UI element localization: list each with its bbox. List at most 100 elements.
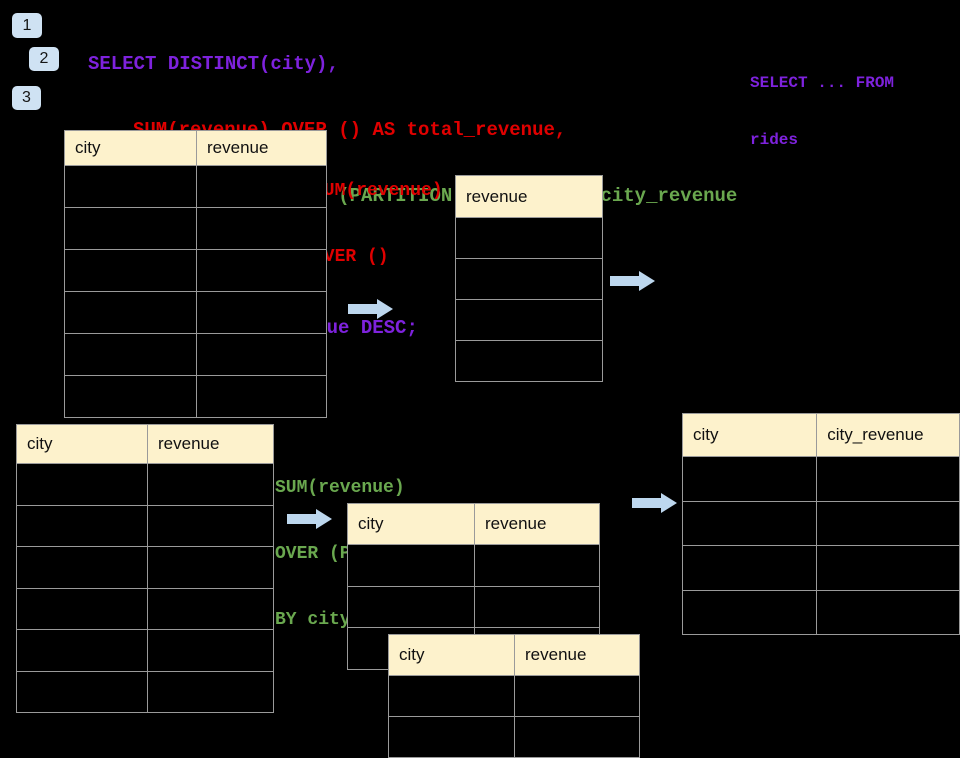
table-rides-top: city revenue (64, 130, 327, 418)
table-cell (474, 544, 600, 587)
right-arrow-icon (610, 271, 655, 291)
column-header-revenue: revenue (196, 130, 327, 166)
table-cell (16, 504, 148, 547)
table-cell (16, 546, 148, 589)
arrow-shaft (632, 498, 661, 508)
table-cell (147, 463, 274, 506)
table-cell (196, 375, 327, 418)
table-cell (681, 589, 818, 635)
right-arrow-icon (348, 299, 393, 319)
table-cell (16, 629, 148, 672)
table-row (64, 333, 327, 376)
table-cell (455, 340, 603, 382)
slide-canvas: { "colors": { "background": "#000000", "… (12, 13, 960, 758)
table-header-row: city revenue (64, 130, 327, 166)
table-row (64, 249, 327, 292)
annotation-line: OVER () (313, 247, 389, 267)
arrow-head (377, 299, 393, 319)
table-row (455, 299, 603, 341)
step-badge-1: 1 (12, 13, 42, 38)
column-header-revenue: revenue (474, 503, 600, 545)
table-row (64, 291, 327, 334)
right-arrow-icon (287, 509, 332, 529)
table-cell (455, 258, 603, 300)
table-header-row: city revenue (347, 503, 600, 545)
column-header-revenue: revenue (455, 175, 603, 218)
side-note-line: rides (750, 131, 799, 149)
column-header-city: city (347, 503, 475, 545)
table-cell (388, 716, 515, 758)
table-header-row: city revenue (16, 424, 274, 464)
table-cell (816, 456, 960, 502)
table-row (64, 375, 327, 418)
column-header-revenue: revenue (147, 424, 274, 464)
table-cell (196, 249, 327, 292)
table-row (16, 546, 274, 589)
table-cell (147, 546, 274, 589)
table-cell (455, 217, 603, 259)
column-header-revenue: revenue (514, 634, 640, 676)
table-total-revenue-result: revenue (455, 175, 603, 382)
table-cell (816, 500, 960, 546)
table-cell (64, 165, 197, 208)
side-note-line: SELECT ... FROM (750, 74, 895, 92)
side-note-select-from-rides: SELECT ... FROM rides (750, 36, 894, 169)
column-header-city: city (16, 424, 148, 464)
right-arrow-icon (632, 493, 677, 513)
arrow-head (639, 271, 655, 291)
table-cell (681, 545, 818, 591)
table-cell (816, 589, 960, 635)
step-badge-label: 1 (22, 16, 32, 34)
table-cell (347, 585, 475, 628)
table-cell (64, 207, 197, 250)
table-cell (196, 333, 327, 376)
column-header-city-revenue: city_revenue (816, 413, 960, 457)
arrow-shaft (287, 514, 316, 524)
step-badge-label: 3 (22, 89, 31, 106)
table-header-row: city city_revenue (681, 413, 960, 457)
sql-line-select: SELECT DISTINCT(city), (88, 53, 339, 75)
table-partition-front: city revenue (388, 634, 640, 758)
table-row (681, 456, 960, 502)
table-rides-bottom: city revenue (16, 424, 274, 713)
table-row (455, 340, 603, 382)
table-row (347, 544, 600, 587)
table-row (681, 545, 960, 591)
table-cell (16, 587, 148, 630)
table-row (16, 504, 274, 547)
table-row (16, 670, 274, 713)
table-cell (16, 463, 148, 506)
step-badge-2: 2 (29, 47, 59, 71)
table-row (681, 500, 960, 546)
table-cell (64, 375, 197, 418)
table-header-row: revenue (455, 175, 603, 218)
arrow-head (661, 493, 677, 513)
table-cell (681, 456, 818, 502)
column-header-city: city (681, 413, 818, 457)
step-badge-3: 3 (12, 86, 41, 110)
table-row (455, 258, 603, 300)
table-cell (64, 291, 197, 334)
table-cell (681, 500, 818, 546)
table-cell (816, 545, 960, 591)
table-cell (147, 629, 274, 672)
step-badge-label: 2 (39, 50, 49, 67)
table-cell (16, 670, 148, 713)
table-row (388, 675, 640, 717)
table-cell (147, 504, 274, 547)
table-city-revenue-result: city city_revenue (681, 413, 960, 635)
table-row (16, 587, 274, 630)
table-cell (196, 291, 327, 334)
table-row (16, 463, 274, 506)
annotation-sum-over: SUM(revenue) OVER () (313, 136, 443, 290)
column-header-city: city (64, 130, 197, 166)
table-cell (514, 716, 640, 758)
table-cell (147, 670, 274, 713)
table-row (388, 716, 640, 758)
table-row (64, 207, 327, 250)
table-cell (514, 675, 640, 717)
table-row (64, 165, 327, 208)
annotation-line: SUM(revenue) (275, 478, 405, 498)
table-row (16, 629, 274, 672)
table-cell (474, 585, 600, 628)
